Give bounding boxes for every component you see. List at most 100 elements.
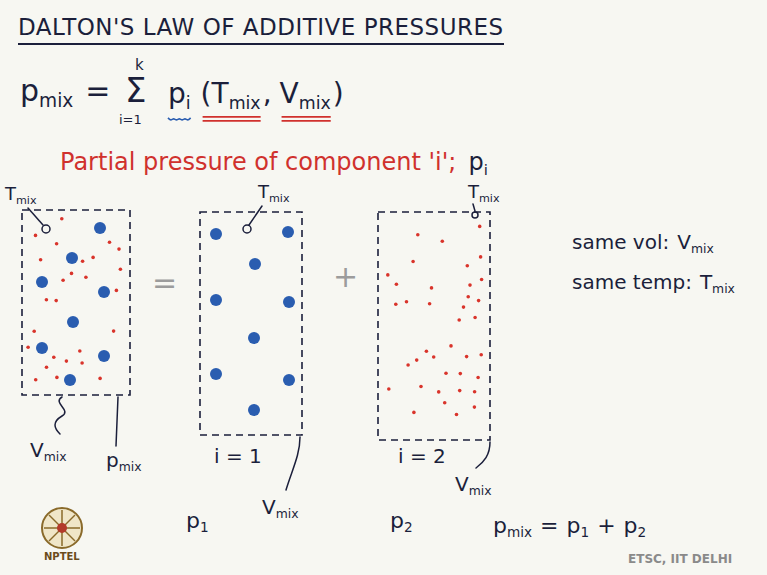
red-molecule [480, 278, 484, 282]
blue-molecule [282, 226, 294, 238]
red-molecule [55, 242, 59, 246]
leader-line [116, 397, 118, 446]
red-molecule [45, 366, 49, 370]
pressure-label: p1 [186, 510, 209, 532]
emphasis-underline [203, 116, 261, 118]
probe-mark [472, 212, 478, 218]
blue-molecule [283, 374, 295, 386]
logo-spoke [49, 515, 75, 541]
blue-molecule [248, 332, 260, 344]
red-molecule [52, 356, 56, 360]
red-molecule [387, 387, 391, 391]
red-molecule [415, 358, 419, 362]
equation-term: pmix= [20, 76, 110, 106]
red-molecule [430, 286, 434, 290]
temperature-label: Tmix [468, 183, 500, 201]
red-molecule [78, 349, 82, 353]
red-molecule [441, 239, 445, 243]
red-molecule [443, 401, 447, 405]
subscript: 1 [581, 526, 590, 540]
red-molecule [39, 258, 43, 262]
component-index: i = 1 [214, 446, 262, 466]
subscript: mix [507, 526, 532, 540]
logo-text: NPTEL [44, 552, 80, 562]
red-molecule [117, 247, 121, 251]
molecule-group [386, 225, 483, 417]
blue-molecule [94, 222, 106, 234]
red-molecule [455, 413, 459, 417]
sum-limit: i=1 [119, 113, 142, 126]
volume-label: V [455, 474, 469, 494]
red-molecule [26, 346, 30, 350]
logo-text: NPTEL [44, 552, 80, 562]
red-molecule [457, 318, 461, 322]
red-molecule [32, 329, 36, 333]
temperature-label: Tmix [5, 185, 37, 203]
red-molecule [54, 299, 58, 303]
component-box [200, 212, 302, 435]
equation-term: = [85, 76, 110, 106]
red-molecule [34, 378, 38, 382]
pressure-sum: p [567, 515, 581, 537]
leader-line [286, 437, 300, 490]
condition-note: T [700, 272, 712, 292]
red-molecule [428, 302, 432, 306]
temperature-label: T [258, 183, 269, 201]
red-molecule [405, 300, 409, 304]
subscript: mix [39, 92, 73, 111]
red-molecule [468, 283, 472, 287]
blue-molecule [64, 374, 76, 386]
blue-molecule [249, 258, 261, 270]
pressure-sum: p [624, 515, 638, 537]
equation-term: pi(Tmix,Vmix) [168, 80, 344, 108]
volume-label: V [262, 497, 276, 517]
mixture-box [22, 210, 130, 395]
component-box [378, 212, 490, 440]
red-molecule [449, 344, 453, 348]
subscript: mix [691, 243, 714, 255]
volume-label: V [30, 440, 44, 460]
sum-limit: k [135, 58, 144, 73]
pressure-sum: pmix=p1+p2 [493, 515, 646, 537]
red-molecule [108, 240, 112, 244]
definition-text: Partial pressure of component 'i'; [60, 150, 456, 174]
red-molecule [84, 275, 88, 279]
equation-term: (T [201, 80, 229, 108]
subscript: 2 [638, 526, 647, 540]
red-molecule [115, 289, 119, 293]
blue-molecule [210, 294, 222, 306]
sum-limit: i=1 [119, 113, 142, 126]
equation-term: p [20, 76, 39, 106]
condition-note: same temp:Tmix [572, 272, 735, 292]
blue-molecule [66, 252, 78, 264]
blue-molecule [210, 368, 222, 380]
blue-molecule [36, 342, 48, 354]
pressure-sum: p [493, 515, 507, 537]
subscript: mix [479, 193, 500, 204]
red-molecule [473, 390, 477, 394]
condition-note: V [677, 232, 691, 252]
temperature-label: T [5, 185, 16, 203]
definition-text: Partial pressure of component 'i';pi [60, 150, 488, 174]
leader-line [473, 204, 475, 211]
subscript: mix [469, 485, 492, 497]
red-molecule [419, 385, 423, 389]
definition-text: p [468, 150, 483, 174]
red-molecule [444, 371, 448, 375]
red-molecule [416, 233, 420, 237]
equals-sign: = [152, 268, 177, 298]
component-index: i = 2 [398, 446, 446, 466]
blue-molecule [67, 316, 79, 328]
emphasis-underline [282, 120, 331, 122]
temperature-label: T [468, 183, 479, 201]
red-molecule [55, 376, 59, 380]
probe-mark [243, 225, 251, 233]
red-molecule [394, 303, 398, 307]
subscript: mix [119, 461, 142, 473]
red-molecule [459, 372, 463, 376]
pressure-sum: + [597, 515, 615, 537]
subscript: 2 [404, 521, 413, 535]
red-molecule [81, 260, 85, 264]
logo-wheel [42, 508, 82, 548]
